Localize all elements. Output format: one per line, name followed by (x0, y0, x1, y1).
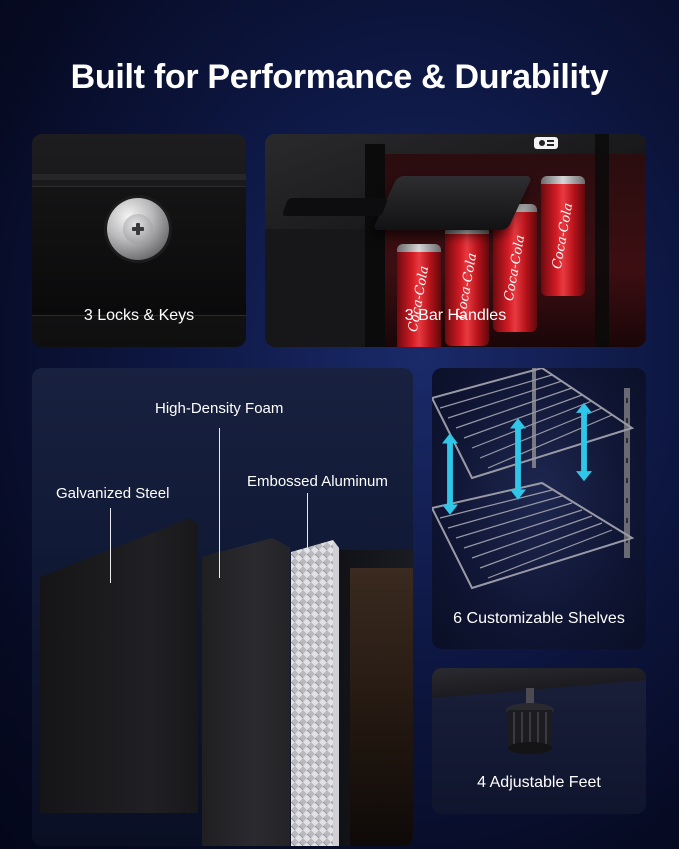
thermometer-icon (534, 137, 558, 149)
locks-caption: 3 Locks & Keys (83, 307, 195, 324)
steel-label: Galvanized Steel (56, 485, 170, 502)
soda-can: Coca-Cola (445, 226, 489, 346)
adjustable-foot-icon (506, 688, 554, 754)
up-down-arrow-icon (576, 402, 592, 482)
can-label: Coca-Cola (501, 233, 529, 303)
foam-leader-line (219, 428, 220, 578)
handles-panel: Coca-Cola Coca-Cola Coca-Cola Coca-Cola … (265, 134, 646, 347)
aluminum-layer (291, 540, 339, 846)
cabinet-edge (32, 174, 246, 180)
shelves-panel: 6 Customizable Shelves (432, 368, 646, 649)
up-down-arrow-icon (510, 418, 526, 500)
aluminum-leader-line (307, 493, 308, 553)
foam-layer (202, 538, 290, 846)
door-frame (365, 144, 385, 347)
soda-can: Coca-Cola (397, 244, 441, 347)
soda-can: Coca-Cola (541, 176, 585, 296)
feet-caption: 4 Adjustable Feet (477, 774, 601, 791)
steel-leader-line (110, 508, 111, 583)
bar-handle (372, 176, 533, 230)
locks-panel: 3 Locks & Keys (32, 134, 246, 347)
can-label: Coca-Cola (549, 201, 577, 271)
layers-panel: High-Density Foam Embossed Aluminum Galv… (32, 368, 413, 846)
fridge-window (350, 568, 413, 846)
steel-layer (40, 518, 198, 813)
door-frame (595, 134, 609, 347)
up-down-arrow-icon (442, 433, 458, 515)
lock-icon (107, 198, 169, 260)
aluminum-label: Embossed Aluminum (247, 473, 388, 490)
page-headline: Built for Performance & Durability (70, 58, 609, 96)
foam-label: High-Density Foam (155, 400, 284, 417)
feet-panel: 4 Adjustable Feet (432, 668, 646, 814)
handles-caption: 3 Bar Handles (404, 307, 507, 324)
wire-shelves (432, 368, 635, 590)
shelves-caption: 6 Customizable Shelves (453, 610, 625, 627)
bar-handle (281, 198, 389, 216)
